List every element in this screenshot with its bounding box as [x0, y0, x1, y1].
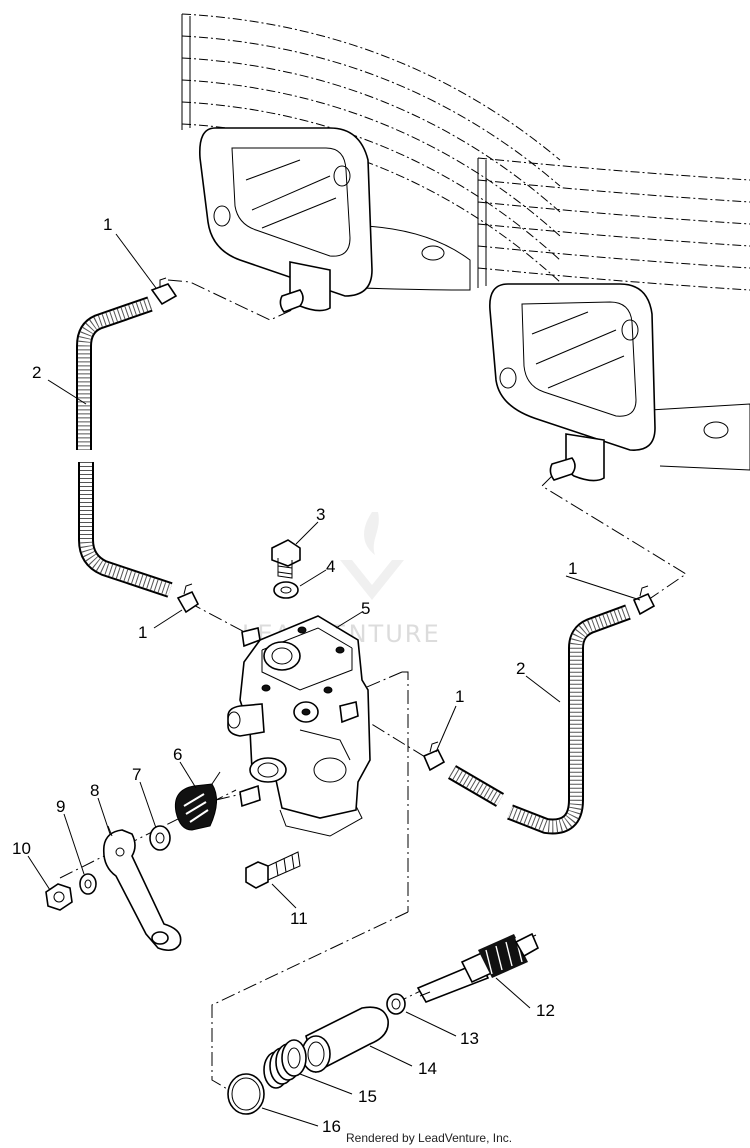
callout-15: 15: [358, 1087, 377, 1106]
watermark-logo: [340, 512, 404, 600]
sealing-washer: [273, 581, 299, 599]
pump-bushing: [301, 1006, 389, 1074]
callout-1: 1: [455, 687, 464, 706]
callout-11: 11: [290, 909, 308, 928]
left-lower-hose: [78, 462, 173, 598]
callout-14: 14: [418, 1059, 437, 1078]
callout-1: 1: [103, 215, 112, 234]
drive-gear-shaft: [416, 932, 540, 1003]
banjo-bolt: [271, 539, 301, 579]
lock-washer: [79, 873, 97, 895]
hose-clamp-right: [632, 585, 656, 616]
callout-2: 2: [516, 659, 525, 678]
oil-pump: [227, 615, 371, 837]
left-upper-hose: [76, 296, 153, 450]
thrust-washer: [386, 993, 406, 1015]
callout-6: 6: [173, 745, 182, 764]
callout-4: 4: [326, 557, 335, 576]
hex-nut: [45, 883, 73, 911]
callout-1: 1: [138, 623, 147, 642]
o-ring: [227, 1073, 265, 1115]
callout-labels: 1 2 3 4 5 1 1 2 1 6 7 8 9 10 11 12 13 14…: [12, 215, 577, 1136]
callout-7: 7: [132, 765, 141, 784]
hose-clamp-pump: [422, 741, 446, 772]
footer-credit: Rendered by LeadVenture, Inc.: [346, 1131, 512, 1145]
callout-12: 12: [536, 1001, 555, 1020]
callout-16: 16: [322, 1117, 341, 1136]
flat-washer: [149, 825, 171, 851]
right-hose: [507, 604, 631, 835]
right-cylinder: [477, 157, 750, 482]
callout-1: 1: [568, 559, 577, 578]
callout-8: 8: [90, 781, 99, 800]
left-cylinder: [181, 13, 561, 313]
callout-10: 10: [12, 839, 31, 858]
compression-spring: [263, 1039, 307, 1089]
callout-9: 9: [56, 797, 65, 816]
right-short-hose: [447, 765, 505, 807]
callout-2: 2: [32, 363, 41, 382]
pump-control-lever: [102, 825, 182, 952]
mounting-screw: [245, 851, 301, 889]
callout-3: 3: [316, 505, 325, 524]
leader-lines: [27, 233, 641, 1127]
hose-clamp-lower-left: [176, 583, 200, 614]
hose-clamp-upper-left: [150, 277, 178, 306]
callout-13: 13: [460, 1029, 479, 1048]
return-spring: [174, 771, 221, 831]
callout-5: 5: [361, 599, 370, 618]
